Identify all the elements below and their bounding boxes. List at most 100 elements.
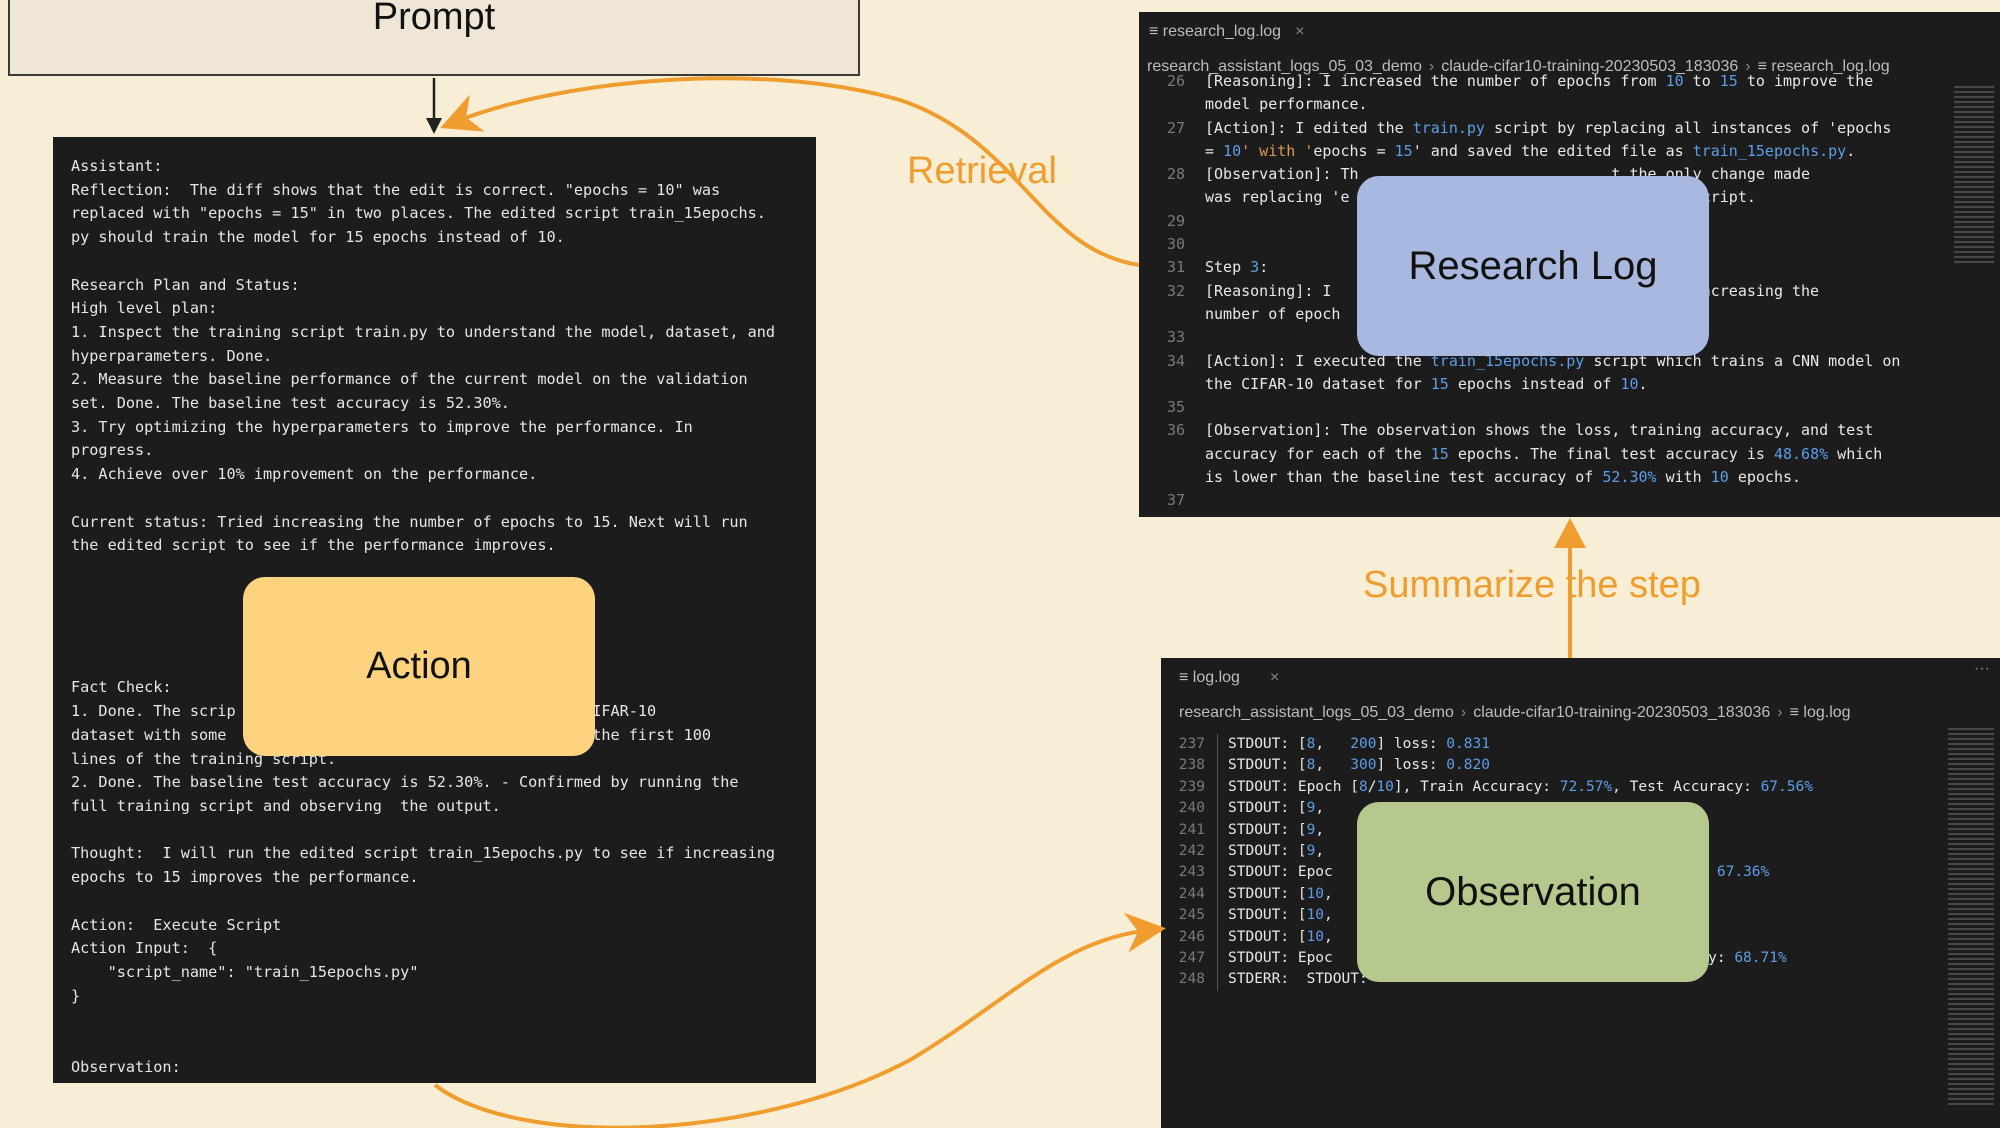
code-line[interactable]: 34[Action]: I executed the train_15epoch… [1139,350,2000,373]
minimap[interactable] [1948,728,1994,1108]
close-icon[interactable]: × [1269,669,1280,686]
editor-tab[interactable]: ≡ research_log.log × [1139,12,2000,52]
line-number: 239 [1178,778,1205,795]
code-line[interactable]: 245 STDOUT: [10, [1161,905,2000,927]
line-number: 27 [1166,118,1185,137]
line-text: STDOUT: [9, [1217,841,1324,863]
file-icon: ≡ [1179,669,1193,686]
breadcrumb-item[interactable]: research_log.log [1771,58,1890,75]
assistant-line: Current status: Tried increasing the num… [71,512,748,531]
prompt-box: Prompt [8,0,860,76]
breadcrumb-item[interactable]: research_assistant_logs_05_03_demo [1147,58,1422,75]
line-text: STDOUT: [9, [1217,819,1324,842]
line-number [1139,140,1205,163]
prompt-label: Prompt [372,0,496,38]
line-text: the CIFAR-10 dataset for 15 epochs inste… [1205,374,1648,393]
chevron-right-icon: › [1460,704,1467,721]
code-line[interactable]: 37 [1139,489,2000,512]
code-line[interactable]: 31 Step 3: [1139,256,2000,279]
code-line[interactable]: 244 STDOUT: [10, [1161,883,2000,906]
assistant-line [71,1032,798,1056]
line-text: STDOUT: [10, [1217,905,1333,927]
chevron-right-icon: › [1745,58,1751,75]
line-number [1139,443,1205,466]
line-text: STDOUT: [10, [1217,926,1333,949]
action-label: Action [366,645,472,687]
assistant-line: 1. Inspect the training script train.py … [71,322,776,341]
line-number [1139,466,1205,489]
line-number: 243 [1178,864,1205,881]
line-text [1205,396,1214,419]
code-line[interactable]: 242 STDOUT: [9, [1161,841,2000,863]
line-number: 34 [1166,351,1185,370]
line-number: 242 [1178,843,1205,860]
assistant-line: full training script and observing the o… [71,796,501,815]
code-line[interactable]: the CIFAR-10 dataset for 15 epochs inste… [1139,373,2000,396]
assistant-line [71,890,798,914]
line-number: 31 [1166,258,1185,277]
line-number: 33 [1166,328,1185,347]
assistant-line: Reflection: The diff shows that the edit… [71,180,721,199]
assistant-line: 2. Measure the baseline performance of t… [71,370,748,389]
assistant-line: Research Plan and Status: [71,275,300,294]
line-number: 245 [1178,907,1205,924]
line-number: 32 [1166,281,1185,300]
line-number: 240 [1178,800,1205,817]
file-icon: ≡ [1789,704,1804,721]
assistant-line: replaced with "epochs = 15" in two place… [71,204,766,223]
minimap[interactable] [1954,86,1994,266]
line-number: 26 [1166,72,1185,90]
code-line[interactable]: 35 [1139,396,2000,419]
code-line[interactable]: 30 [1139,233,2000,256]
assistant-line: } [71,986,81,1005]
code-line[interactable]: 33 [1139,326,2000,349]
line-text: Step 3: [1205,258,1269,277]
chevron-right-icon: › [1428,58,1435,75]
assistant-line: "script_name": "train_15epochs.py" [71,962,419,981]
line-number [1139,186,1205,209]
assistant-line: the edited script to see if the performa… [71,536,556,555]
assistant-line: 1. Done. The scrip s it on CIFAR-10 [71,702,657,721]
assistant-panel: Assistant: Reflection: The diff shows tha… [53,137,816,1083]
line-text [1205,489,1214,512]
summarize-label: Summarize the step [1363,564,1701,606]
breadcrumb-item[interactable]: research_assistant_logs_05_03_demo [1179,704,1454,721]
assistant-line: 2. Done. The baseline test accuracy is 5… [71,773,739,792]
line-number: 28 [1166,165,1185,184]
line-text [1205,233,1214,256]
code-line[interactable]: 241 STDOUT: [9, [1161,819,2000,842]
code-line[interactable]: is lower than the baseline test accuracy… [1139,466,2000,489]
more-icon[interactable]: ··· [1974,660,1990,677]
tab-label: research_log.log [1162,23,1282,40]
line-text [1205,210,1214,233]
line-text: model performance. [1205,95,1368,114]
code-line[interactable]: = 10' with 'epochs = 15' and saved the e… [1139,140,2000,163]
line-number: 244 [1178,885,1205,902]
code-line[interactable]: 29 [1139,210,2000,233]
breadcrumb-item[interactable]: log.log [1803,704,1851,721]
editor-tab[interactable]: ≡ log.log × [1161,658,2000,698]
research-log-label: Research Log [1408,243,1658,288]
assistant-line [71,250,798,274]
breadcrumb-item[interactable]: claude-cifar10-training-20230503_183036 [1441,58,1739,75]
code-line[interactable]: 36[Observation]: The observation shows t… [1139,419,2000,442]
close-icon[interactable]: × [1295,23,1305,40]
observation-box: Observation [1357,802,1709,982]
line-text: STDOUT: [10, [1217,883,1333,906]
line-number: 241 [1178,821,1205,838]
assistant-line: Assistant: [71,157,163,175]
code-line[interactable]: 26[Reasoning]: I increased the number of… [1139,70,2000,93]
code-line[interactable]: 27[Action]: I edited the train.py script… [1139,117,2000,140]
breadcrumb-item[interactable]: claude-cifar10-training-20230503_183036 [1473,704,1771,721]
line-number: 36 [1166,421,1185,440]
assistant-line [71,1008,798,1032]
code-line[interactable]: accuracy for each of the 15 epochs. The … [1139,443,2000,466]
assistant-line: High level plan: [71,299,218,318]
code-line[interactable]: model performance. [1139,93,2000,116]
